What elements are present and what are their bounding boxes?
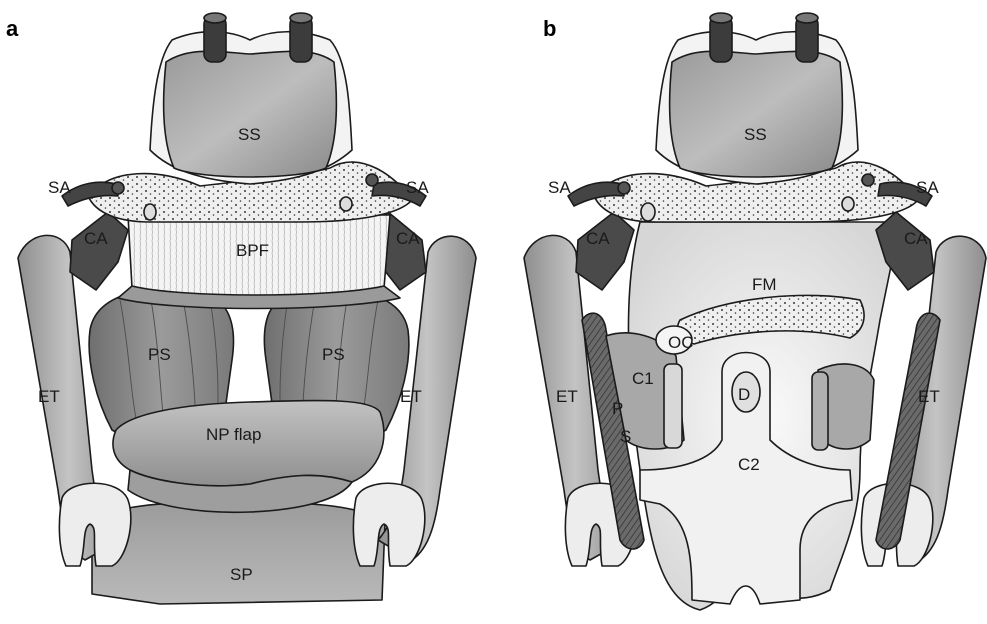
label-ss-b: SS (744, 125, 767, 144)
foramen-right-a (340, 197, 352, 211)
label-bpf: BPF (236, 241, 269, 260)
label-oc: OC (668, 333, 694, 352)
sphenoid-sinus-a (164, 51, 337, 177)
label-sa-right-b: SA (916, 178, 939, 197)
label-ca-right-a: CA (396, 229, 420, 248)
label-et-right-a: ET (400, 387, 422, 406)
label-ss-a: SS (238, 125, 261, 144)
soft-palate (92, 503, 385, 604)
carotid-left-b (576, 212, 634, 290)
panel-b-letter: b (543, 16, 556, 41)
label-sp: SP (230, 565, 253, 584)
label-ps-right: PS (322, 345, 345, 364)
label-ca-left-a: CA (84, 229, 108, 248)
label-c2: C2 (738, 455, 760, 474)
c1-left-joint (664, 364, 682, 448)
sa-left-ostium-a (112, 182, 124, 194)
label-et-left-b: ET (556, 387, 578, 406)
label-c1: C1 (632, 369, 654, 388)
label-et-right-b: ET (918, 387, 940, 406)
label-np-flap: NP flap (206, 425, 261, 444)
sa-left-ostium-b (618, 182, 630, 194)
label-sa-left-a: SA (48, 178, 71, 197)
label-sa-right-a: SA (406, 178, 429, 197)
foramen-right-b (842, 197, 854, 211)
panel-a: a (6, 13, 476, 604)
panel-a-letter: a (6, 16, 19, 41)
panel-b: b (524, 13, 986, 610)
label-fm: FM (752, 275, 777, 294)
sa-right-ostium-a (366, 174, 378, 186)
label-sa-left-b: SA (548, 178, 571, 197)
carotid-left (70, 212, 128, 290)
et-left-hook (59, 483, 130, 566)
c1-right-joint (812, 372, 828, 450)
foramen-left-b (641, 203, 655, 221)
et-right-hook (353, 483, 424, 566)
foramen-left-a (144, 204, 156, 220)
sphenoid-sinus-b (670, 51, 843, 177)
label-ca-left-b: CA (586, 229, 610, 248)
label-ca-right-b: CA (904, 229, 928, 248)
label-ps-letter-s: S (620, 427, 631, 446)
label-d: D (738, 385, 750, 404)
sa-right-ostium-b (862, 174, 874, 186)
label-ps-left: PS (148, 345, 171, 364)
label-et-left-a: ET (38, 387, 60, 406)
label-ps-letter-p: P (612, 399, 623, 418)
